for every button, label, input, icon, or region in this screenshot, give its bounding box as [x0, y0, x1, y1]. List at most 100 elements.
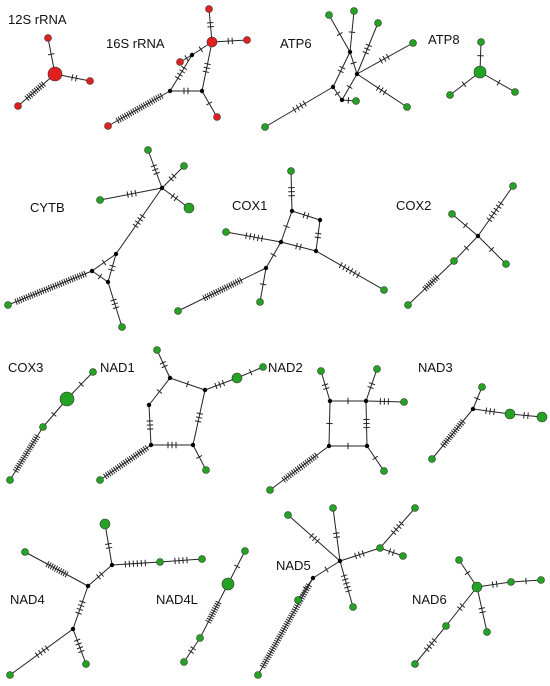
mutation-tick [378, 57, 383, 64]
mutation-tick [302, 100, 307, 107]
edge-atp8-1 [449, 71, 481, 96]
mutation-tick [367, 385, 374, 390]
mutation-tick [78, 381, 84, 387]
edge-cox2-3 [453, 235, 479, 262]
mutation-tick [140, 103, 145, 110]
mutation-tick [77, 604, 85, 608]
mutation-tick [115, 117, 120, 124]
mutation-tick [198, 46, 203, 53]
mutation-tick [496, 79, 501, 86]
edge-nad5-0 [287, 514, 341, 562]
mutation-tick [488, 246, 495, 253]
mutation-tick [315, 232, 322, 235]
edge-nad3-3 [431, 408, 474, 460]
mutation-tick [352, 270, 357, 277]
mutation-tick [99, 571, 104, 577]
haplotype-node-cox1-7 [380, 286, 388, 294]
median-vector-cytb-7 [105, 279, 111, 285]
label-nad1: NAD1 [100, 360, 135, 375]
mutation-tick [428, 641, 435, 646]
mutation-tick [101, 259, 107, 266]
mutation-tick [150, 164, 158, 168]
median-vector-nad1-1 [202, 387, 208, 393]
mutation-tick [523, 412, 525, 419]
haplotype-node-nad6-0 [471, 581, 483, 593]
mutation-tick [292, 606, 299, 611]
haplotype-node-nad4l-2 [196, 634, 204, 642]
mutation-tick [207, 615, 214, 620]
median-vector-cox1-3 [313, 248, 319, 254]
mutation-tick [118, 462, 124, 469]
network-nad4-nodes [6, 518, 206, 679]
mutation-tick [463, 245, 470, 251]
mutation-tick [213, 604, 220, 609]
mutation-tick [267, 650, 275, 655]
edge-nad6-3 [476, 586, 488, 633]
mutation-tick [34, 652, 40, 659]
mutation-tick [299, 243, 302, 251]
edge-nad4l-2 [183, 637, 201, 663]
mutation-tick [349, 268, 354, 275]
edge-atp6-3 [356, 22, 379, 75]
edge-nad4-1 [72, 585, 89, 630]
edge-nad5-2 [339, 547, 381, 562]
mutation-tick [130, 454, 136, 461]
mutation-tick [132, 453, 138, 459]
median-vector-nad4-2 [70, 626, 76, 632]
haplotype-node-atp6-4 [350, 7, 358, 15]
haplotype-node-atp6-7 [352, 97, 360, 105]
haplotype-node-atp8-2 [446, 91, 454, 99]
haplotype-node-nad6-3 [537, 576, 545, 584]
median-vector-atp6-2 [330, 84, 336, 90]
haplotype-node-nad4-8 [82, 660, 90, 668]
mutation-tick [26, 93, 32, 100]
mutation-tick [212, 606, 219, 611]
mutation-tick [344, 585, 351, 589]
mutation-tick [119, 115, 124, 122]
mutation-tick [283, 224, 290, 229]
median-vector-atp6-10 [339, 97, 345, 103]
edge-nad5-5 [339, 560, 354, 608]
mutation-tick [152, 168, 159, 172]
mutation-tick [38, 288, 43, 295]
mutation-tick [25, 294, 29, 301]
mutation-tick [194, 420, 202, 423]
haplotype-node-atp8-3 [511, 88, 519, 96]
network-cox2-edges [407, 185, 514, 306]
mutation-tick [34, 434, 41, 439]
edge-cox1-8 [259, 267, 267, 303]
mutation-tick [219, 286, 224, 293]
haplotype-node-cox1-9 [174, 307, 182, 315]
mutation-tick [464, 570, 471, 576]
edge-nad6-4 [445, 586, 478, 627]
mutation-tick [61, 279, 65, 286]
mutation-tick [45, 561, 50, 568]
mutation-tick [47, 53, 55, 56]
mutation-tick [312, 453, 317, 460]
edge-cox1-2 [315, 219, 321, 252]
mutation-tick [350, 61, 357, 65]
edge-16s-4 [201, 41, 213, 92]
network-cytb-edges [7, 149, 190, 328]
mutation-tick [144, 101, 149, 108]
mutation-tick [304, 585, 311, 590]
haplotype-node-nad2-7 [380, 467, 388, 475]
haplotype-node-nad6-2 [507, 578, 515, 586]
label-cox3: COX3 [8, 360, 43, 375]
mutation-tick [142, 446, 148, 453]
edge-16s-1 [211, 39, 248, 43]
mutation-tick [43, 286, 47, 294]
mutation-tick [103, 473, 108, 480]
edge-nad2-6 [365, 400, 405, 403]
mutation-tick [176, 72, 183, 77]
mutation-tick [108, 469, 114, 476]
mutation-tick [144, 444, 150, 451]
edge-nad4-5 [24, 551, 89, 587]
haplotype-node-16s-2 [243, 36, 251, 44]
mutation-tick [128, 110, 133, 117]
mutation-tick [304, 459, 310, 466]
label-nad3: NAD3 [418, 360, 453, 375]
mutation-tick [368, 382, 376, 386]
mutation-tick [289, 612, 296, 617]
mutation-tick [14, 298, 18, 305]
